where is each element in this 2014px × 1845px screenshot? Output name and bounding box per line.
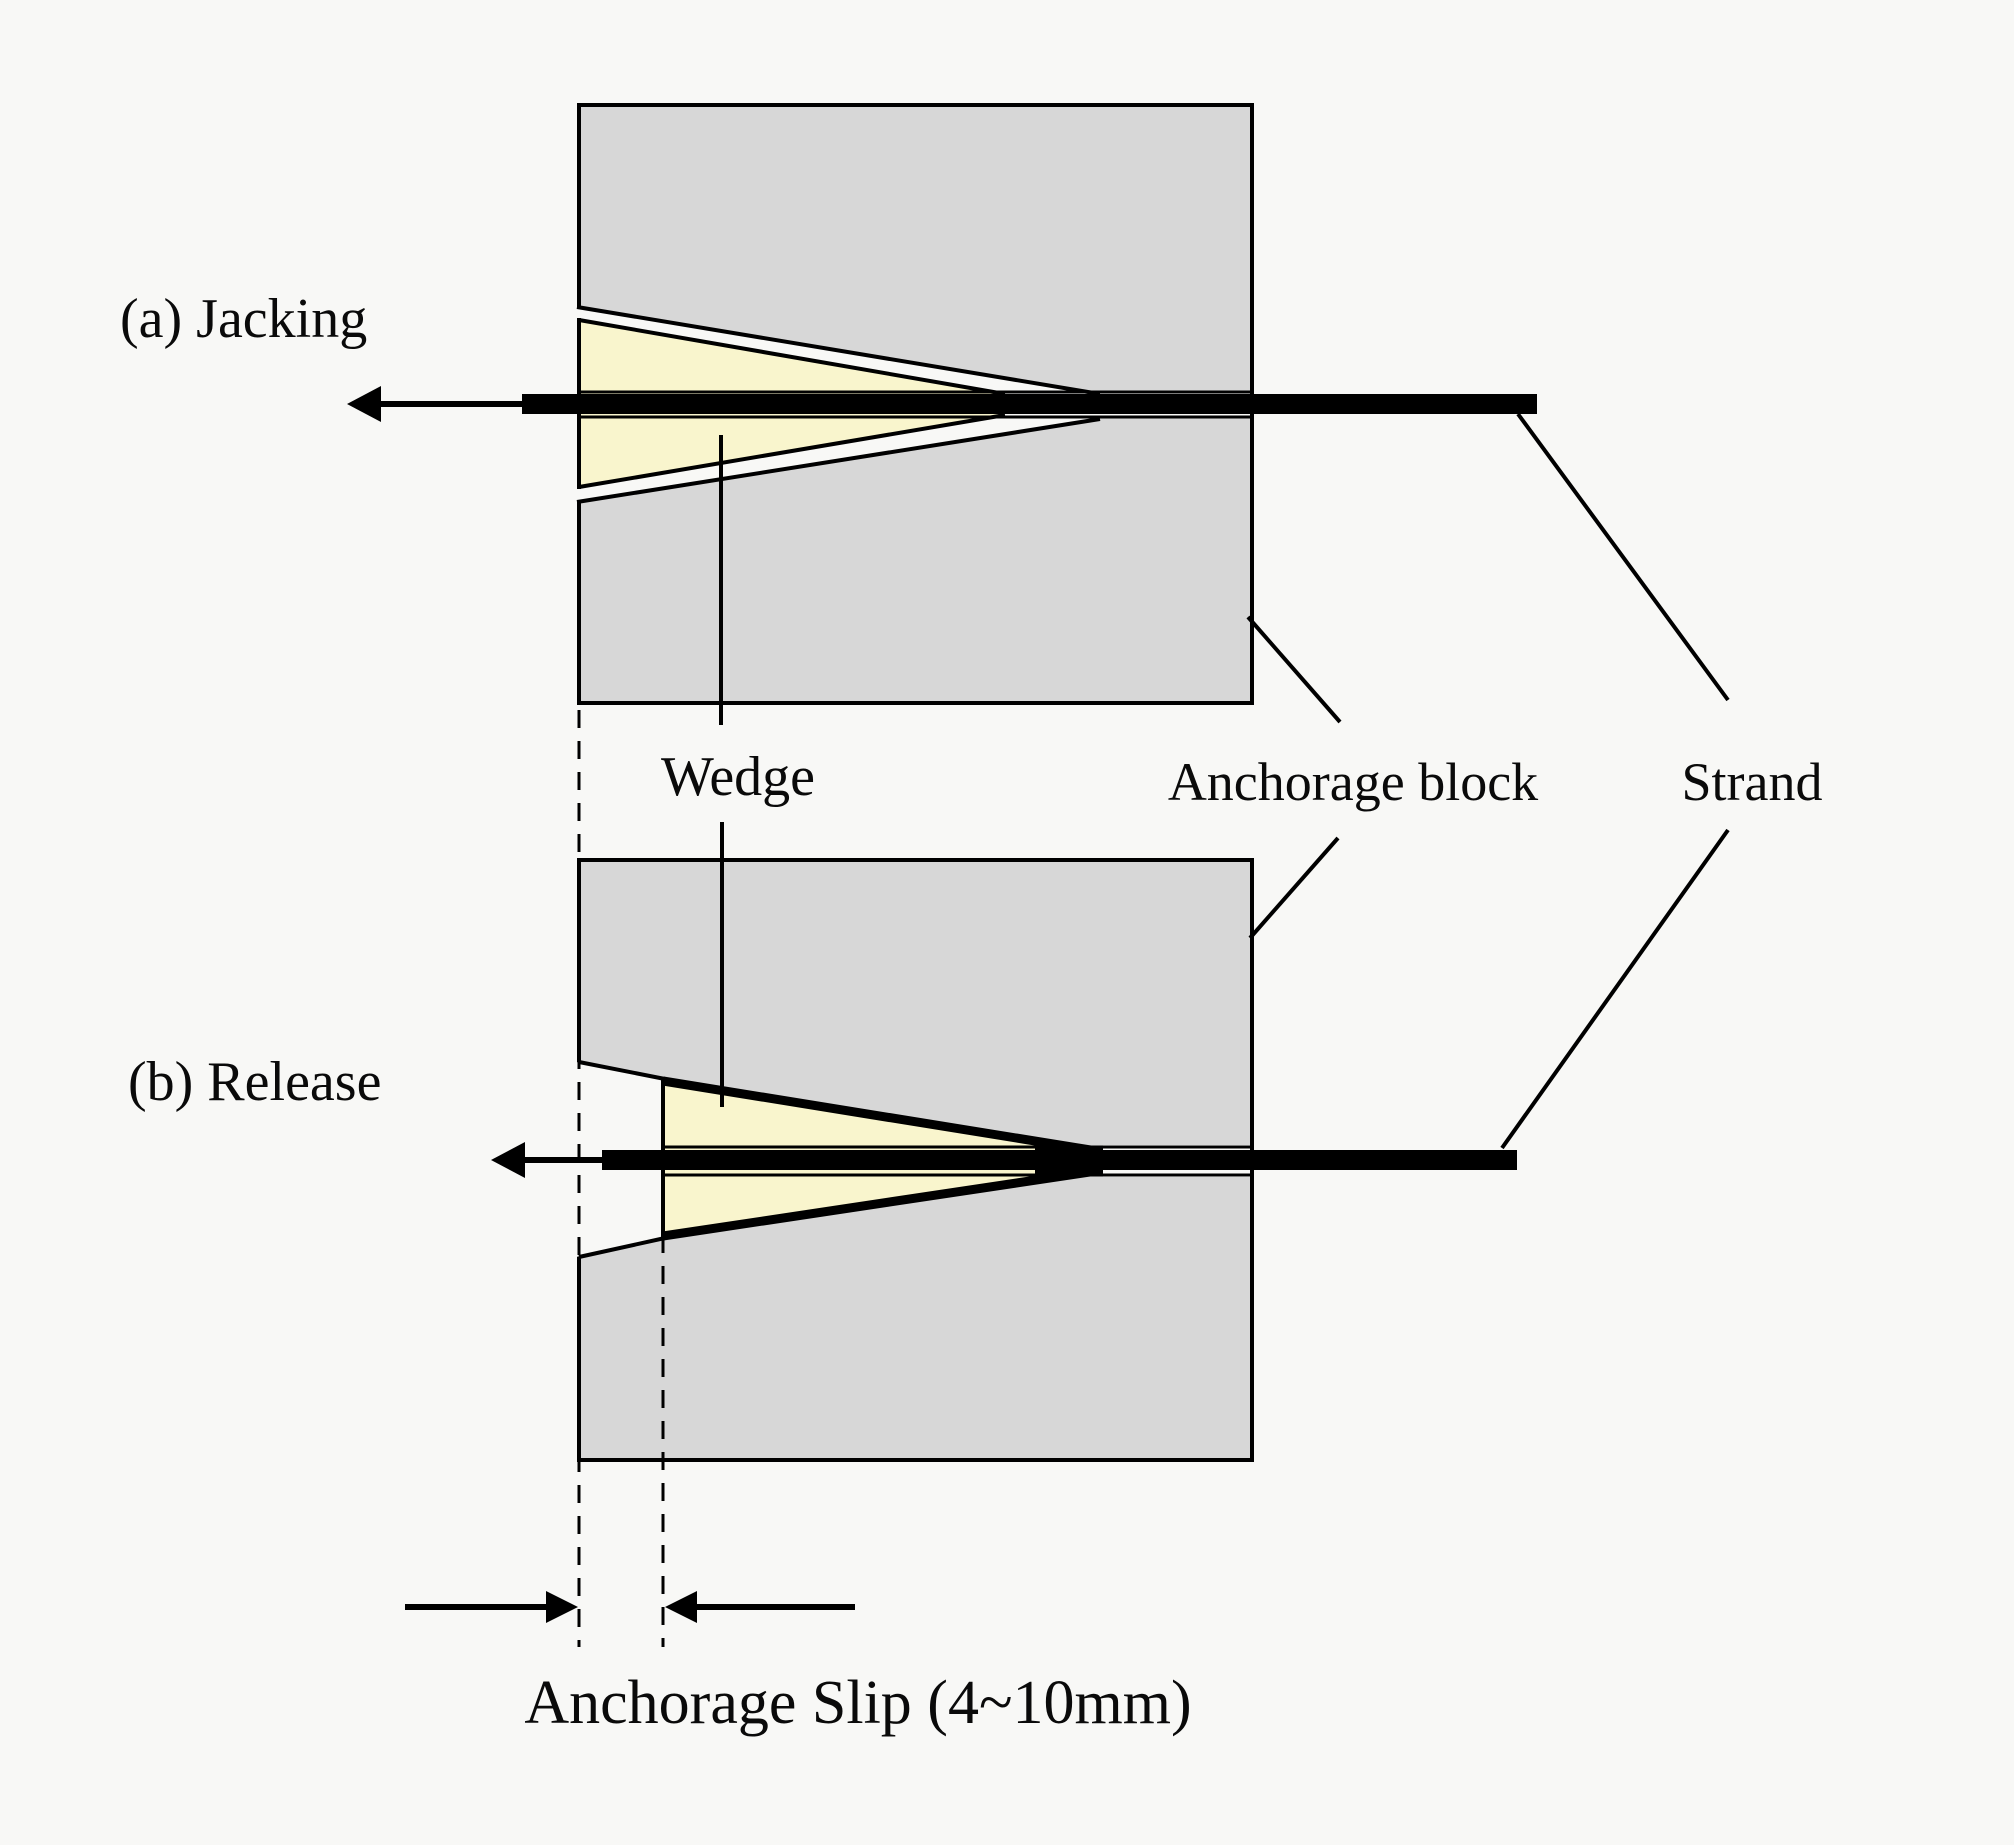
strand-b: [602, 1150, 1517, 1170]
notch-bottom-edge-b: [578, 1236, 666, 1259]
wedge-a-top-edge: [578, 318, 1006, 396]
cavity-top-edge-a: [576, 305, 1101, 396]
notch-top-edge-b: [578, 1060, 666, 1081]
cavity-bottom-edge-a: [576, 417, 1101, 504]
panel-a-jacking: (a) Jacking: [120, 103, 1537, 705]
strand-a: [522, 394, 1537, 414]
anchorage-block-label: Anchorage block: [1168, 752, 1538, 812]
panel-a-label: (a) Jacking: [120, 288, 367, 350]
right-arrow-icon: [546, 1591, 578, 1623]
strand-leader-upper: [1516, 412, 1730, 702]
wedge-label: Wedge: [661, 746, 815, 808]
strand-leader-lower: [1500, 828, 1730, 1150]
wedge-b-top-edge: [662, 1076, 1104, 1157]
left-arrow-icon: [347, 386, 381, 422]
anchorage-block-leader-lower: [1248, 836, 1340, 940]
anchorage-slip-label: Anchorage Slip (4~10mm): [524, 1669, 1191, 1737]
strand-label: Strand: [1682, 752, 1823, 812]
panel-b-release: (b) Release: [128, 858, 1517, 1462]
anchorage-slip-dimension: Anchorage Slip (4~10mm): [405, 1591, 1192, 1737]
strand-callout: Strand: [1500, 412, 1823, 1150]
wedge-callout: Wedge: [661, 435, 815, 1107]
anchorage-block-leader-upper: [1246, 615, 1342, 724]
left-arrow-icon: [665, 1591, 697, 1623]
left-arrow-icon: [491, 1142, 525, 1178]
anchorage-block-callout: Anchorage block: [1168, 615, 1538, 940]
wedge-a-bottom-edge: [578, 413, 1006, 489]
panel-b-label: (b) Release: [128, 1051, 381, 1113]
wedge-b-bottom-edge: [662, 1165, 1104, 1241]
